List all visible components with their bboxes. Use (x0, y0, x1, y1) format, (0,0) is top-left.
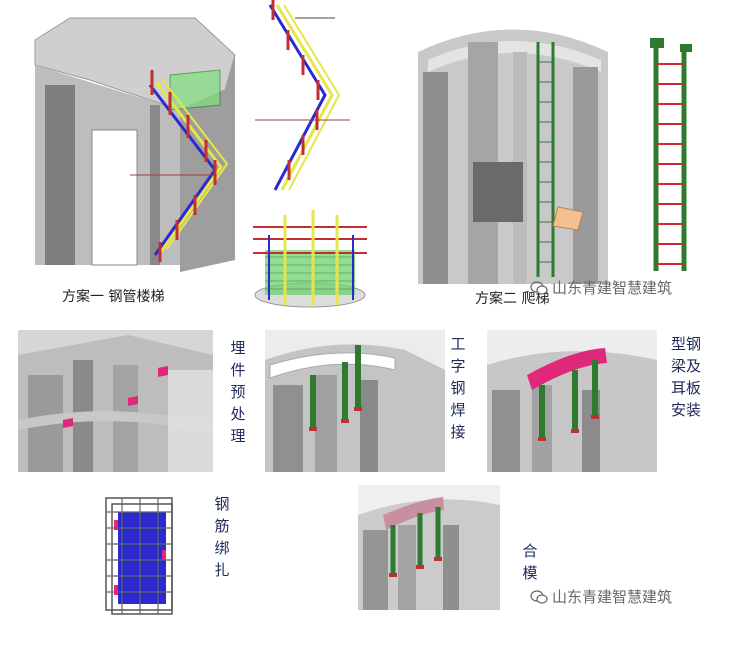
ladder-detail-drawing (640, 36, 700, 276)
scheme2-caption: 方案二 爬梯 (475, 291, 550, 307)
step-label-embed: 埋件预处理 (230, 339, 246, 445)
ibeam-step-model (265, 330, 445, 472)
watermark-text: 山东青建智慧建筑 (552, 588, 673, 606)
step-label-rebar: 钢筋绑扎 (214, 495, 230, 579)
step-label-formwork: 合模 (522, 542, 538, 582)
embed-step-model (18, 330, 213, 472)
scheme1-caption: 方案一 钢管楼梯 (62, 289, 165, 305)
rebar-step-model (100, 490, 180, 620)
watermark-text: 山东青建智慧建筑 (552, 279, 673, 297)
formwork-step-model (358, 485, 500, 610)
stair-plan-drawing (245, 205, 375, 315)
step-label-steel-beam: 型钢梁及耳板安装 (670, 335, 701, 419)
watermark-top: 山东青建智慧建筑 (530, 277, 672, 298)
stair-elevation-drawing (255, 0, 360, 200)
wechat-icon (530, 589, 548, 604)
watermark-bottom: 山东青建智慧建筑 (530, 586, 672, 607)
scheme2-ladder-model (413, 12, 613, 284)
steel-beam-step-model (487, 330, 657, 472)
step-label-ibeam: 工字钢焊接 (450, 335, 466, 441)
scheme1-stair-model (30, 10, 245, 275)
wechat-icon (530, 280, 548, 295)
